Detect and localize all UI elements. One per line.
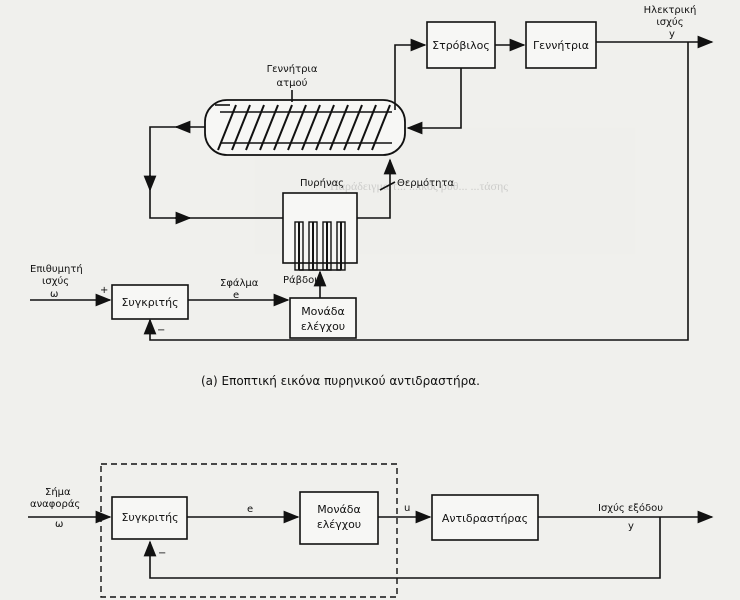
reactor-core-box: [282, 192, 358, 264]
error-label: Σφάλμα: [220, 277, 259, 289]
desired-power-label-2: ισχύς: [42, 275, 69, 287]
omega-label-b: ω: [55, 519, 63, 530]
controller-dashed-region: [100, 463, 398, 598]
control-unit-box-a: [289, 297, 357, 339]
control-unit-label-a-1: Μονάδα: [301, 305, 345, 318]
control-unit-box-b: [299, 491, 379, 545]
steam-to-turbine: [394, 38, 427, 110]
core-label: Πυρήνας: [300, 177, 344, 189]
steam-generator-label-1: Γεννήτρια: [267, 63, 318, 75]
diagram-a: Στρόβιλος Γεννήτρια Ηλεκτρική ισχύς y Γε…: [30, 4, 714, 388]
reference-label-1: Σήμα: [45, 486, 71, 498]
control-rods: [294, 221, 346, 271]
heat-exchanger-coil: [217, 104, 391, 151]
comparator-box-b: [111, 496, 188, 540]
minus-sign-a: −: [157, 325, 165, 336]
desired-power-label-1: Επιθυμητή: [30, 263, 83, 275]
reference-label-2: αναφοράς: [30, 498, 80, 510]
turbine-label: Στρόβιλος: [432, 39, 490, 52]
feedback-line-a: [143, 42, 689, 341]
y-label-b: y: [628, 521, 634, 532]
control-unit-label-b-1: Μονάδα: [317, 503, 361, 516]
error-e-label: e: [233, 290, 239, 301]
output-label: Ισχύς εξόδου: [598, 502, 663, 514]
e-label-b: e: [247, 504, 253, 515]
generator-label: Γεννήτρια: [533, 39, 589, 52]
comparator-label-a: Συγκριτής: [121, 296, 178, 309]
feedback-line-b: [143, 517, 661, 579]
primary-loop-right: [355, 158, 397, 219]
control-unit-label-b-2: ελέγχου: [317, 518, 361, 531]
control-unit-label-a-2: ελέγχου: [301, 320, 345, 333]
diagram-b: Σήμα αναφοράς ω + Συγκριτής − e Μονάδα ε…: [28, 463, 714, 598]
u-label: u: [404, 503, 410, 514]
background-heading: Παράδειγμα τ... ...ικός ρυθ... ...τάσης: [330, 179, 508, 193]
minus-sign-b: −: [158, 548, 166, 559]
generator-box: [525, 21, 597, 69]
comparator-label-b: Συγκριτής: [121, 511, 178, 524]
turbine-box: [426, 21, 496, 69]
caption-a: (a) Εποπτική εικόνα πυρηνικού αντιδραστή…: [201, 374, 480, 388]
output-y-label: y: [669, 29, 675, 40]
reactor-label: Αντιδραστήρας: [442, 512, 528, 525]
steam-generator-label-2: ατμού: [277, 77, 308, 89]
electric-power-label-2: ισχύς: [656, 16, 683, 28]
heat-label: Θερμότητα: [397, 177, 454, 189]
omega-label-a: ω: [50, 289, 58, 300]
plus-sign-a: +: [100, 285, 108, 296]
comparator-box-a: [111, 284, 189, 320]
rods-label: Ράβδοι: [283, 274, 318, 286]
reactor-box: [431, 494, 539, 541]
condensate-return: [406, 68, 462, 135]
electric-power-label-1: Ηλεκτρική: [644, 4, 697, 16]
